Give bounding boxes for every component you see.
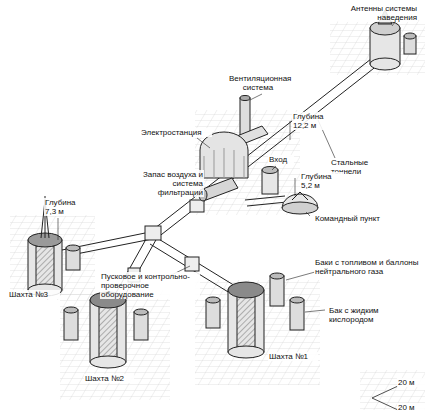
callout-label: Антенны системы наведения [338,4,418,22]
callout-label: Запас воздуха и система фильтрации [128,170,204,197]
command-post [282,192,318,214]
callout-label: Бак с жидким кислородом [328,306,404,324]
callout-label: Шахта №1 [268,352,318,361]
callout-label: Вход [268,155,294,164]
air-filtration [199,178,238,201]
launch-shaft [28,196,304,368]
callout-label: 20 м [397,378,427,387]
callout-label: Электростанция [140,128,212,137]
scale-bar [372,386,398,410]
callout-label: Шахта №3 [8,290,60,299]
power-station [200,132,248,178]
callout-label: Вентиляционная система [228,74,288,92]
callout-label: Шахта №2 [84,374,134,383]
callout-label: Пусковое и контрольно-проверочное оборуд… [100,272,200,299]
ground-grid [10,20,425,410]
callout-label: Глубина 5,2 м [300,172,344,190]
entrance [262,167,278,195]
callout-label: 20 м [397,403,427,412]
callout-label: Баки с топливом и баллоны нейтрального г… [314,258,420,276]
callout-label: Глубина 12,2 м [292,112,336,130]
callout-label: Командный пункт [314,214,388,223]
junction-box [128,200,204,282]
callout-label: Глубина 7,3 м [44,198,84,216]
